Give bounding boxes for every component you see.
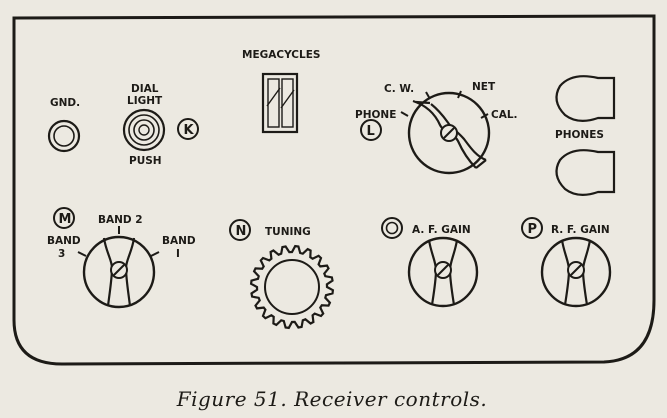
position-net-label: NET	[472, 81, 496, 93]
position-cal-label: CAL.	[491, 109, 518, 121]
dial-light-label-line2: LIGHT	[127, 95, 163, 107]
tuning-label: TUNING	[265, 226, 311, 238]
af-gain-indicator-ring	[381, 217, 403, 239]
dial-light-push-button[interactable]	[122, 108, 166, 152]
band1-label-line1: BAND	[162, 235, 196, 247]
rf-gain-knob[interactable]	[540, 236, 612, 308]
af-gain-knob[interactable]	[407, 236, 479, 308]
phones-jack-upper[interactable]	[555, 75, 616, 122]
mode-selector-knob[interactable]	[407, 91, 491, 175]
marker-m-letter: M	[59, 212, 72, 227]
band2-label: BAND 2	[98, 214, 143, 226]
panel-outline	[12, 14, 656, 366]
tuning-knob[interactable]	[249, 244, 335, 330]
band3-label-line2: 3	[58, 248, 65, 260]
phones-jack-lower[interactable]	[555, 149, 616, 196]
position-phone-label: PHONE	[355, 109, 396, 121]
marker-l-letter: L	[367, 124, 375, 139]
band-tick-marks	[77, 226, 160, 257]
dial-light-label-line1: DIAL	[131, 83, 159, 95]
marker-m: M	[53, 207, 75, 229]
band-switch-knob[interactable]	[82, 235, 156, 309]
rf-gain-label: R. F. GAIN	[551, 224, 610, 236]
band1-label-line2: I	[176, 248, 180, 260]
marker-n: N	[229, 219, 251, 241]
figure-caption: Figure 51. Receiver controls.	[176, 387, 488, 411]
marker-p-letter: P	[528, 222, 538, 237]
megacycles-dial-window	[261, 72, 299, 134]
marker-k: K	[177, 118, 199, 140]
phones-label: PHONES	[555, 129, 604, 141]
gnd-label: GND.	[50, 97, 80, 109]
band3-label-line1: BAND	[47, 235, 81, 247]
megacycles-label: MEGACYCLES	[242, 49, 320, 61]
gnd-terminal[interactable]	[47, 119, 81, 153]
marker-l: L	[360, 119, 382, 141]
push-label: PUSH	[129, 155, 162, 167]
marker-k-letter: K	[184, 123, 195, 138]
marker-n-letter: N	[236, 224, 247, 239]
af-gain-label: A. F. GAIN	[412, 224, 471, 236]
marker-p: P	[521, 217, 543, 239]
position-cw-label: C. W.	[384, 83, 414, 95]
